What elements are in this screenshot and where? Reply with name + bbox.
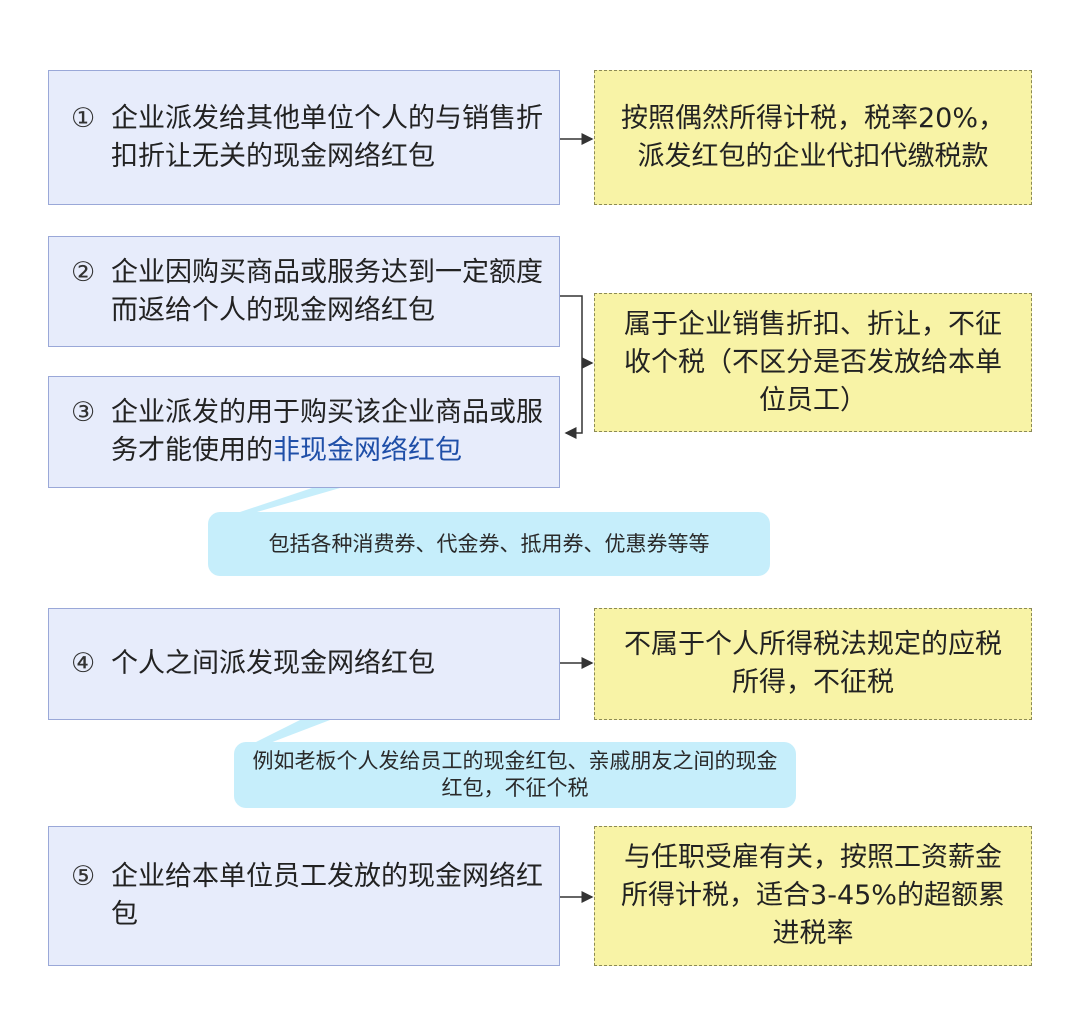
item-2-number: ② [71, 256, 96, 288]
item-5-text: 企业给本单位员工发放的现金网络红包 [111, 861, 543, 930]
result-1-box: 按照偶然所得计税，税率20%，派发红包的企业代扣代缴税款 [594, 70, 1032, 205]
note-bubble-2: 例如老板个人发给员工的现金红包、亲戚朋友之间的现金红包，不征个税 [234, 742, 796, 808]
item-3-box: ③ 企业派发的用于购买该企业商品或服务才能使用的非现金网络红包 [48, 376, 560, 488]
bubble-pointer-2 [248, 720, 330, 746]
item-2-text: 企业因购买商品或服务达到一定额度而返给个人的现金网络红包 [111, 256, 543, 326]
note-bubble-1: 包括各种消费券、代金券、抵用券、优惠券等等 [208, 512, 770, 576]
bubble-pointer-1 [234, 488, 340, 514]
item-3-text: 企业派发的用于购买该企业商品或服务才能使用的非现金网络红包 [111, 394, 543, 470]
bracket-2-3 [560, 295, 583, 439]
item-2-box: ② 企业因购买商品或服务达到一定额度而返给个人的现金网络红包 [48, 236, 560, 347]
result-5-box: 与任职受雇有关，按照工资薪金所得计税，适合3-45%的超额累进税率 [594, 826, 1032, 966]
item-3-number: ③ [71, 397, 96, 428]
item-1-box: ① 企业派发给其他单位个人的与销售折扣折让无关的现金网络红包 [48, 70, 560, 205]
item-5-box: ⑤ 企业给本单位员工发放的现金网络红包 [48, 826, 560, 966]
item-1-number: ① [71, 102, 96, 134]
result-4-box: 不属于个人所得税法规定的应税所得，不征税 [594, 608, 1032, 720]
item-3-highlight-text: 非现金网络红包 [273, 435, 462, 466]
result-4-text: 不属于个人所得税法规定的应税所得，不征税 [624, 629, 1002, 698]
result-1-text: 按照偶然所得计税，税率20%，派发红包的企业代扣代缴税款 [620, 102, 1005, 172]
item-5-number: ⑤ [71, 861, 96, 892]
result-5-text: 与任职受雇有关，按照工资薪金所得计税，适合3-45%的超额累进税率 [621, 842, 1005, 949]
result-2-3-text: 属于企业销售折扣、折让，不征收个税（不区分是否发放给本单位员工） [624, 308, 1002, 416]
note-bubble-2-text: 例如老板个人发给员工的现金红包、亲戚朋友之间的现金红包，不征个税 [252, 749, 778, 800]
item-3-plain-text: 企业派发的用于购买该企业商品或服务才能使用的 [111, 397, 543, 466]
item-4-text: 个人之间派发现金网络红包 [111, 648, 435, 679]
item-4-number: ④ [71, 648, 96, 679]
note-bubble-1-text: 包括各种消费券、代金券、抵用券、优惠券等等 [268, 531, 710, 556]
item-4-box: ④ 个人之间派发现金网络红包 [48, 608, 560, 720]
item-1-text: 企业派发给其他单位个人的与销售折扣折让无关的现金网络红包 [111, 102, 543, 172]
result-2-3-box: 属于企业销售折扣、折让，不征收个税（不区分是否发放给本单位员工） [594, 293, 1032, 432]
